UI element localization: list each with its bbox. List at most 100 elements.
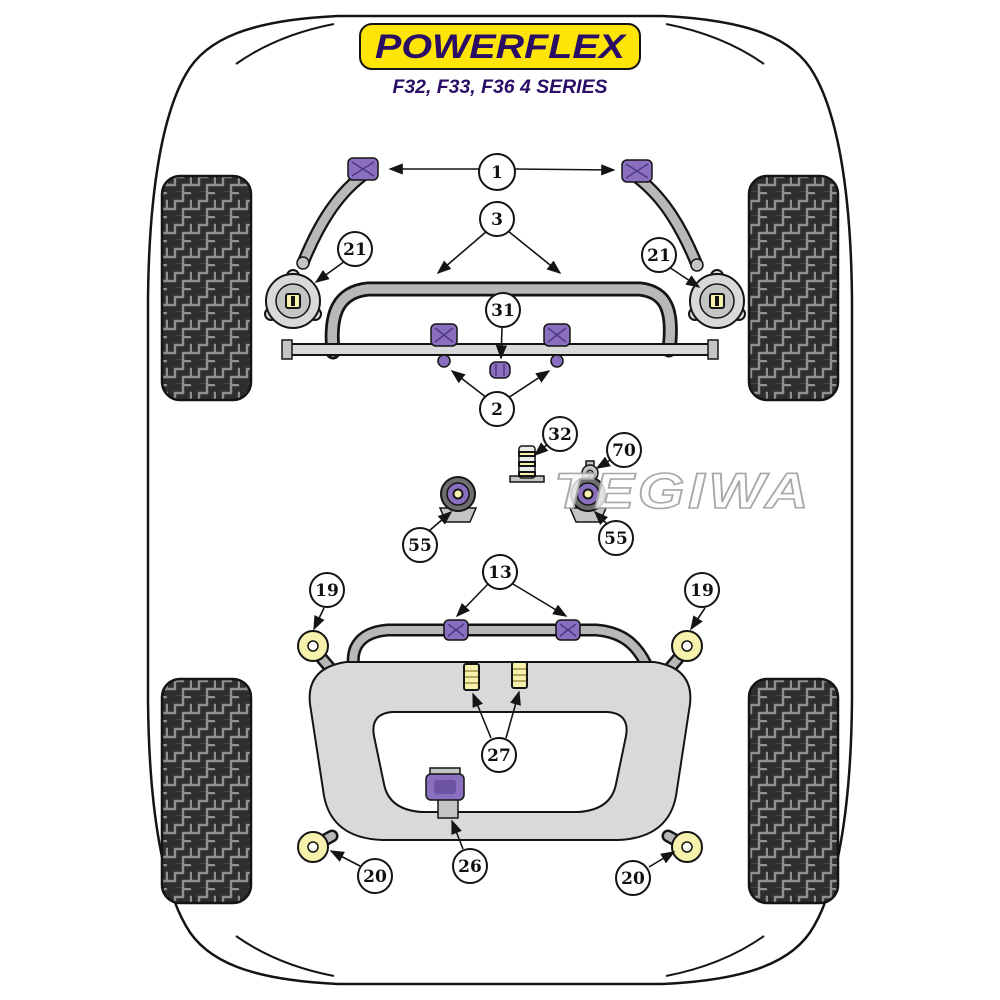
arrow-21-left (314, 260, 346, 283)
subframe-insert-left (463, 663, 480, 691)
tire-front-left (160, 174, 253, 402)
callout-55-right: 55 (598, 520, 634, 556)
arrow-26 (451, 819, 464, 850)
arrow-20-left (329, 850, 361, 867)
rear-subframe (297, 630, 703, 863)
diff-mount-inner (434, 780, 456, 794)
bolt-center (586, 469, 594, 477)
tire-rear-right (747, 677, 840, 905)
callout-31: 31 (485, 292, 521, 328)
callout-32: 32 (542, 416, 578, 452)
powerflex-logo-badge (359, 23, 641, 70)
callout-label: 20 (621, 869, 645, 889)
bushing-center (582, 488, 594, 500)
callout-circle (402, 527, 438, 563)
insert-band (518, 471, 536, 477)
control-arm-left-body (298, 171, 367, 268)
callout-label: 20 (363, 867, 387, 887)
callout-70: 70 (606, 432, 642, 468)
control-arm-right-ball-joint (690, 258, 704, 272)
bushing-center (452, 488, 464, 500)
corner-bushing-center (681, 640, 693, 652)
insert-band (518, 451, 536, 457)
callout-19-left: 19 (309, 572, 345, 608)
subframe-bushing-left (438, 476, 478, 523)
callouts: 1 3 21 21 31 2 32 70 (309, 153, 720, 896)
callout-circle (479, 391, 515, 427)
rack-bar (288, 343, 712, 356)
hood-crease-right (665, 23, 765, 65)
control-arm-right-body (633, 173, 702, 270)
subframe-frame (308, 661, 692, 841)
arrow-21-right (668, 266, 701, 288)
callout-circle (309, 572, 345, 608)
arrow-27-right (505, 690, 521, 739)
arrow-55-left (428, 510, 453, 532)
callout-27: 27 (481, 737, 517, 773)
bushing-x-detail (559, 623, 577, 637)
insert-band (518, 461, 536, 467)
front-arb-body (327, 284, 676, 357)
center-bushing (489, 361, 511, 379)
bushing-x-detail (625, 163, 649, 179)
insert-ribs (513, 668, 526, 682)
callout-21-left: 21 (337, 231, 373, 267)
callout-label: 21 (647, 246, 671, 266)
arrow-20-right (648, 851, 676, 868)
arrow-3-left (436, 230, 488, 275)
bushing-x-detail (434, 327, 454, 343)
diff-mount (425, 767, 465, 819)
arrow-13-right (512, 583, 568, 617)
trunk-crease-right (665, 935, 765, 977)
arrow-2-left (450, 370, 488, 399)
callout-1: 1 (478, 153, 516, 191)
engine-mount-left (264, 269, 322, 329)
callout-circle (357, 858, 393, 894)
engine-mount-right (688, 269, 746, 329)
callout-circle (478, 153, 516, 191)
corner-bushing-center (681, 841, 693, 853)
callout-13: 13 (482, 554, 518, 590)
arrow-1-right (514, 164, 616, 176)
tires (160, 174, 840, 905)
callout-circle (641, 237, 677, 273)
rear-arb-body (349, 626, 650, 672)
subframe-insert-right (511, 661, 528, 689)
tegiwa-watermark: TEGIWA (554, 463, 812, 519)
callout-19-right: 19 (684, 572, 720, 608)
arrow-13-left (455, 583, 489, 618)
bushing-x-detail (351, 161, 375, 177)
mount-slot (291, 296, 295, 306)
arb-bushing-lower-right (550, 354, 564, 368)
powerflex-logo-text: POWERFLEX (375, 28, 628, 66)
callout-55-left: 55 (402, 527, 438, 563)
brand-header: POWERFLEX F32, F33, F36 4 SERIES (359, 23, 641, 98)
callout-circle (479, 201, 515, 237)
tire-rear-left (160, 677, 253, 905)
callout-label: 19 (315, 581, 339, 601)
callout-circle (598, 520, 634, 556)
callout-circle (482, 554, 518, 590)
arrow-55-right (593, 510, 609, 526)
callout-circle (606, 432, 642, 468)
callout-label: 55 (408, 536, 432, 556)
rear-anti-roll-bar (346, 619, 653, 675)
callout-arrows (313, 163, 706, 868)
hood-crease-left (235, 23, 335, 65)
bushing-band-detail (495, 364, 505, 376)
corner-bushing-center (307, 640, 319, 652)
front-control-arm-right (621, 159, 704, 272)
callout-label: 21 (343, 240, 367, 260)
front-control-arm-left (296, 157, 379, 270)
control-arm-left-ball-joint (296, 256, 310, 270)
subframe-corner-bushing-rear-right (671, 831, 703, 863)
callout-label: 19 (690, 581, 714, 601)
subframe-corner-bushing-front-right (671, 630, 703, 662)
trunk-crease-left (235, 935, 335, 977)
callout-circle (542, 416, 578, 452)
subframe-bushing-right (568, 476, 608, 523)
rack-end-left (281, 339, 293, 360)
tire-front-right (747, 174, 840, 402)
callout-20-left: 20 (357, 858, 393, 894)
